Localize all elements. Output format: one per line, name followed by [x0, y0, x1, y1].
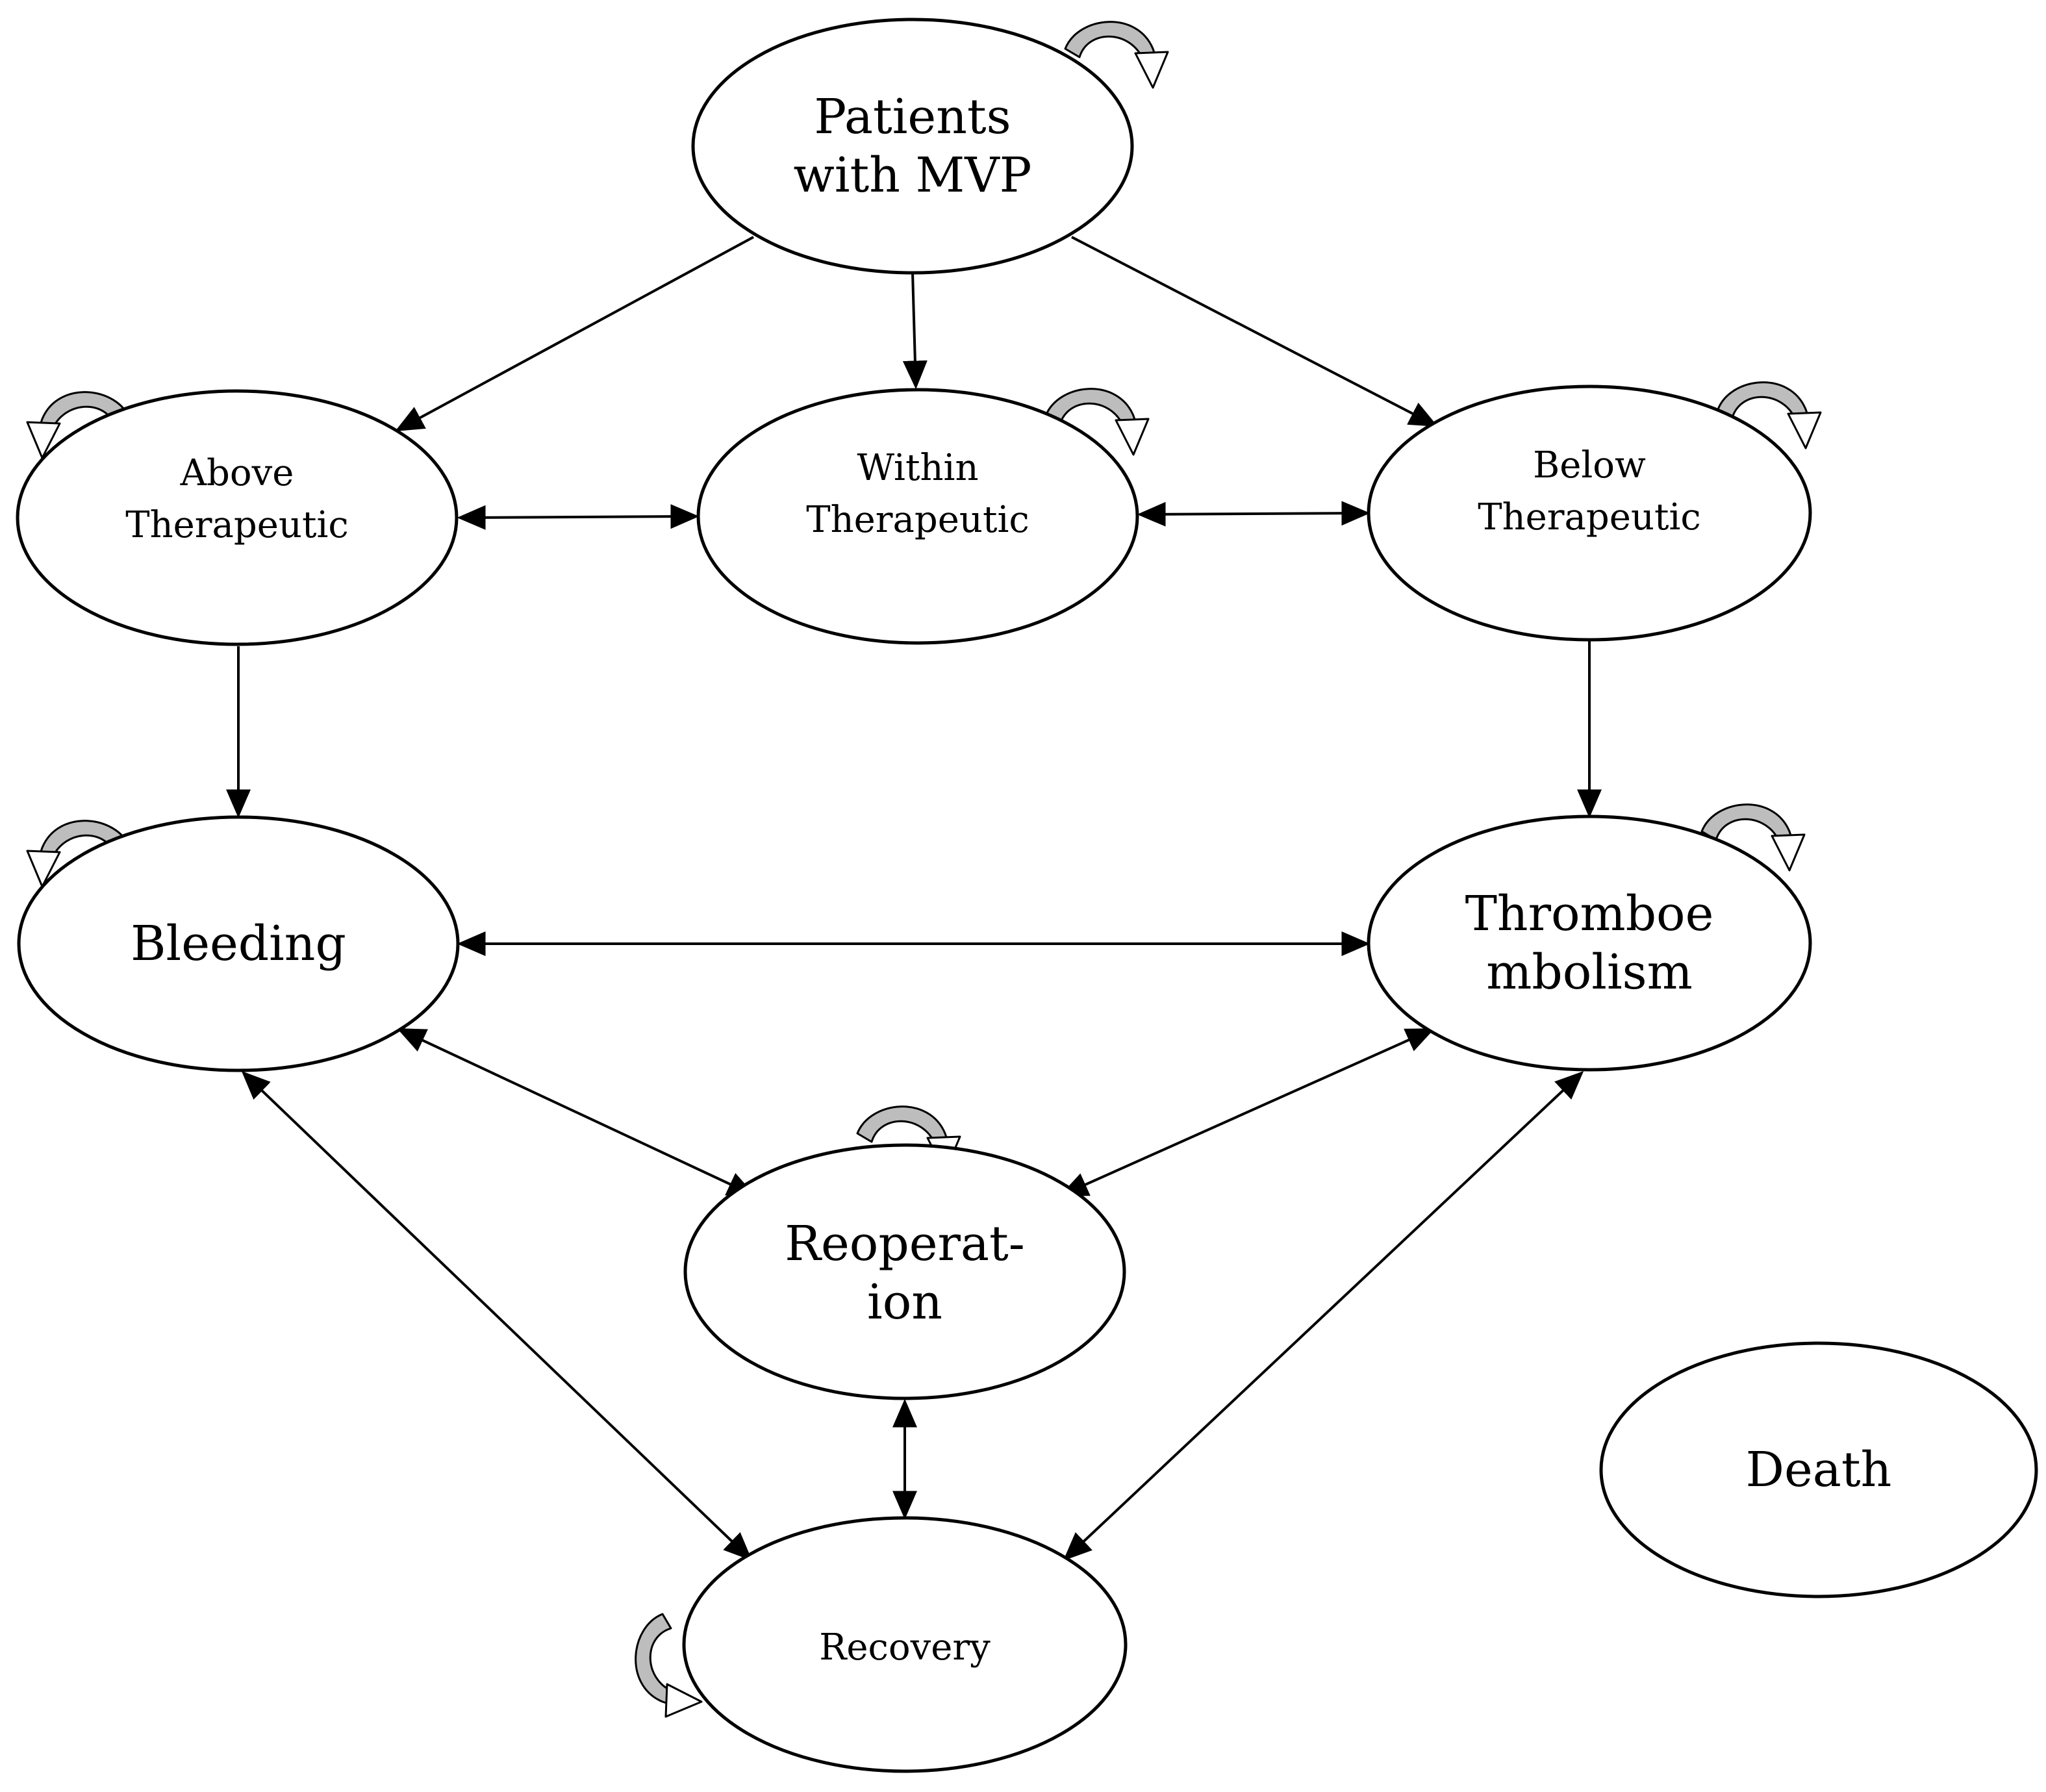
- self-loop-within-head: [1115, 418, 1150, 456]
- state-below-label: Below: [1533, 444, 1646, 486]
- transition-thrombo-reoperation: [1059, 1028, 1435, 1196]
- state-reoperation-label: Reoperat-: [785, 1216, 1024, 1272]
- self-loop-recovery-icon: [635, 1613, 703, 1718]
- self-loop-above-icon: [26, 391, 131, 459]
- state-within-therapeutic: Within Therapeutic: [696, 388, 1139, 645]
- self-loop-recovery-head: [664, 1683, 703, 1718]
- transition-patients-below: [1071, 236, 1438, 427]
- self-loop-bleeding-icon: [26, 820, 131, 888]
- state-reoperation: Reoperat- ion: [683, 1143, 1126, 1400]
- transition-thrombo-recovery: [1063, 1070, 1584, 1561]
- state-above-label-2: Therapeutic: [125, 504, 349, 546]
- state-death-ellipse: [1599, 1341, 2038, 1598]
- state-thromboembolism: Thromboe mbolism: [1367, 814, 1812, 1072]
- self-loop-within-icon: [1044, 388, 1150, 456]
- self-loop-thrombo-head: [1771, 833, 1806, 872]
- state-below-ellipse: [1367, 385, 1812, 642]
- transition-patients-within: [902, 272, 928, 390]
- state-above-label: Above: [180, 452, 294, 494]
- self-loop-below-head: [1787, 411, 1822, 449]
- self-loop-patients-head: [1134, 51, 1169, 89]
- state-bleeding-label: Bleeding: [131, 916, 346, 972]
- self-transitions: [26, 21, 1822, 1718]
- state-within-label-2: Therapeutic: [806, 499, 1029, 541]
- transitions: [226, 236, 1602, 1561]
- state-reoperation-ellipse: [683, 1143, 1126, 1400]
- state-thrombo-ellipse: [1367, 814, 1812, 1072]
- state-thrombo-label: Thromboe: [1465, 886, 1714, 942]
- state-recovery: Recovery: [682, 1516, 1128, 1773]
- self-loop-bleeding-head: [26, 850, 61, 888]
- state-patients: Patients with MVP: [691, 18, 1134, 275]
- self-loop-thrombo-icon: [1700, 803, 1806, 872]
- state-patients-label-2: with MVP: [794, 147, 1032, 203]
- state-above-ellipse: [16, 389, 459, 646]
- state-recovery-ellipse: [682, 1516, 1128, 1773]
- state-death: Death: [1599, 1341, 2038, 1598]
- state-death-label: Death: [1746, 1442, 1892, 1498]
- state-recovery-label: Recovery: [819, 1626, 991, 1669]
- state-thrombo-label-2: mbolism: [1486, 944, 1693, 1000]
- state-patients-ellipse: [691, 18, 1134, 275]
- self-loop-patients-icon: [1064, 21, 1169, 89]
- transition-patients-above: [395, 236, 754, 432]
- transition-within-below: [1137, 501, 1370, 527]
- state-below-label-2: Therapeutic: [1478, 496, 1701, 538]
- state-above-therapeutic: Above Therapeutic: [16, 389, 459, 646]
- transition-bleeding-reoperation: [397, 1028, 756, 1196]
- state-reoperation-label-2: ion: [867, 1274, 942, 1330]
- state-bleeding: Bleeding: [17, 815, 460, 1072]
- state-bleeding-ellipse: [17, 815, 460, 1072]
- state-within-label: Within: [857, 447, 978, 489]
- state-below-therapeutic: Below Therapeutic: [1367, 385, 1812, 642]
- self-loop-below-icon: [1717, 381, 1822, 449]
- state-within-ellipse: [696, 388, 1139, 645]
- transition-bleeding-recovery: [241, 1070, 753, 1561]
- transition-above-within: [457, 504, 700, 530]
- self-loop-above-head: [26, 421, 61, 459]
- state-patients-label: Patients: [814, 89, 1011, 145]
